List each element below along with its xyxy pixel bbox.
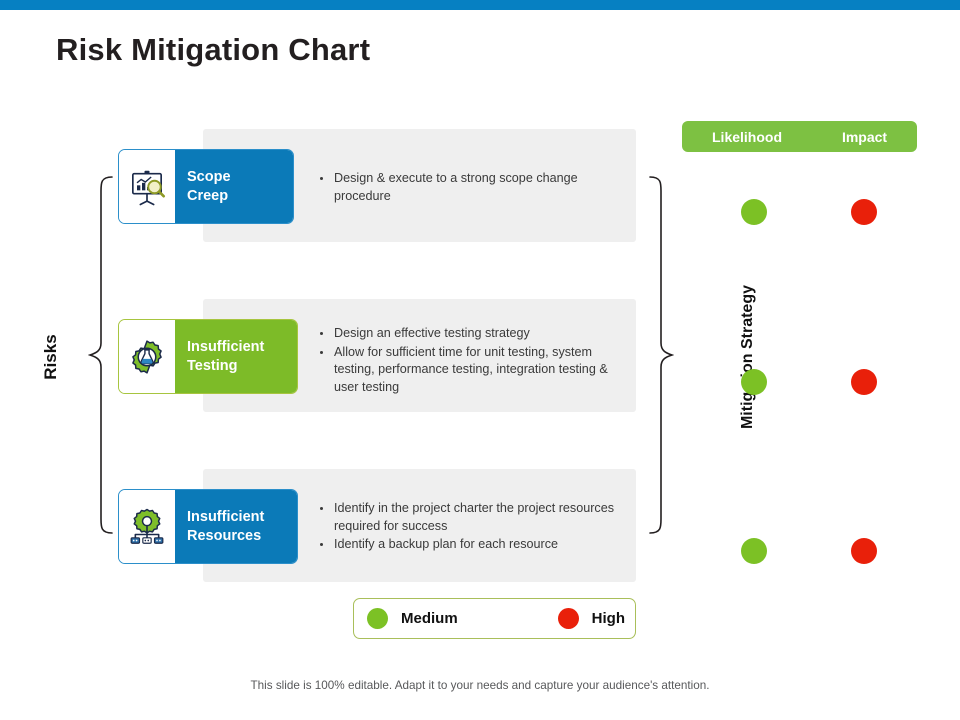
left-brace: [88, 175, 114, 535]
rating-header-bar: Likelihood Impact: [682, 121, 917, 152]
axis-label-risks: Risks: [41, 334, 60, 380]
axis-label-mitigation-strategy: Mitigation Strategy: [739, 285, 756, 430]
list-item: Identify in the project charter the proj…: [318, 500, 618, 535]
page-title: Risk Mitigation Chart: [56, 32, 371, 67]
risk-chip-label: Scope Creep: [175, 150, 293, 223]
impact-dot-row-2: [851, 369, 877, 395]
likelihood-dot-row-2: [741, 369, 767, 395]
risk-label-line-2: Testing: [187, 357, 238, 374]
risk-chip-label: Insufficient Resources: [175, 490, 297, 563]
mitigation-bullets: Identify in the project charter the proj…: [318, 500, 618, 555]
footer-note: This slide is 100% editable. Adapt it to…: [250, 679, 710, 692]
impact-dot-row-1: [851, 199, 877, 225]
legend-dot-medium: [367, 608, 388, 629]
legend-label-medium: Medium: [401, 610, 458, 627]
risk-label-line-2: Resources: [187, 527, 262, 544]
list-item: Design & execute to a strong scope chang…: [318, 170, 618, 205]
likelihood-dot-row-3: [741, 538, 767, 564]
mitigation-bullets: Design & execute to a strong scope chang…: [318, 170, 618, 206]
gear-network-icon: [119, 490, 175, 563]
risk-label-line-2: Creep: [187, 187, 229, 204]
legend: Medium High: [353, 598, 636, 639]
legend-label-high: High: [591, 610, 625, 627]
impact-dot-row-3: [851, 538, 877, 564]
legend-item-medium: Medium: [367, 608, 458, 629]
top-accent-bar: [0, 0, 960, 10]
risk-chip-insufficient-resources[interactable]: Insufficient Resources: [118, 489, 298, 564]
risk-label-line-1: Scope: [187, 168, 231, 185]
right-brace: [648, 175, 674, 535]
risk-label-line-1: Insufficient: [187, 508, 265, 525]
legend-item-high: High: [557, 608, 625, 629]
risk-label-line-1: Insufficient: [187, 338, 265, 355]
risk-chip-label: Insufficient Testing: [175, 320, 297, 393]
gear-flask-icon: [119, 320, 175, 393]
risk-chip-insufficient-testing[interactable]: Insufficient Testing: [118, 319, 298, 394]
risk-chip-scope-creep[interactable]: Scope Creep: [118, 149, 294, 224]
list-item: Design an effective testing strategy: [318, 325, 618, 343]
presentation-chart-search-icon: [119, 150, 175, 223]
likelihood-dot-row-1: [741, 199, 767, 225]
legend-dot-high: [557, 608, 579, 629]
column-header-impact: Impact: [841, 128, 888, 145]
list-item: Allow for sufficient time for unit testi…: [318, 344, 618, 397]
list-item: Identify a backup plan for each resource: [318, 536, 618, 554]
mitigation-bullets: Design an effective testing strategy All…: [318, 325, 618, 397]
column-header-likelihood: Likelihood: [712, 128, 782, 145]
